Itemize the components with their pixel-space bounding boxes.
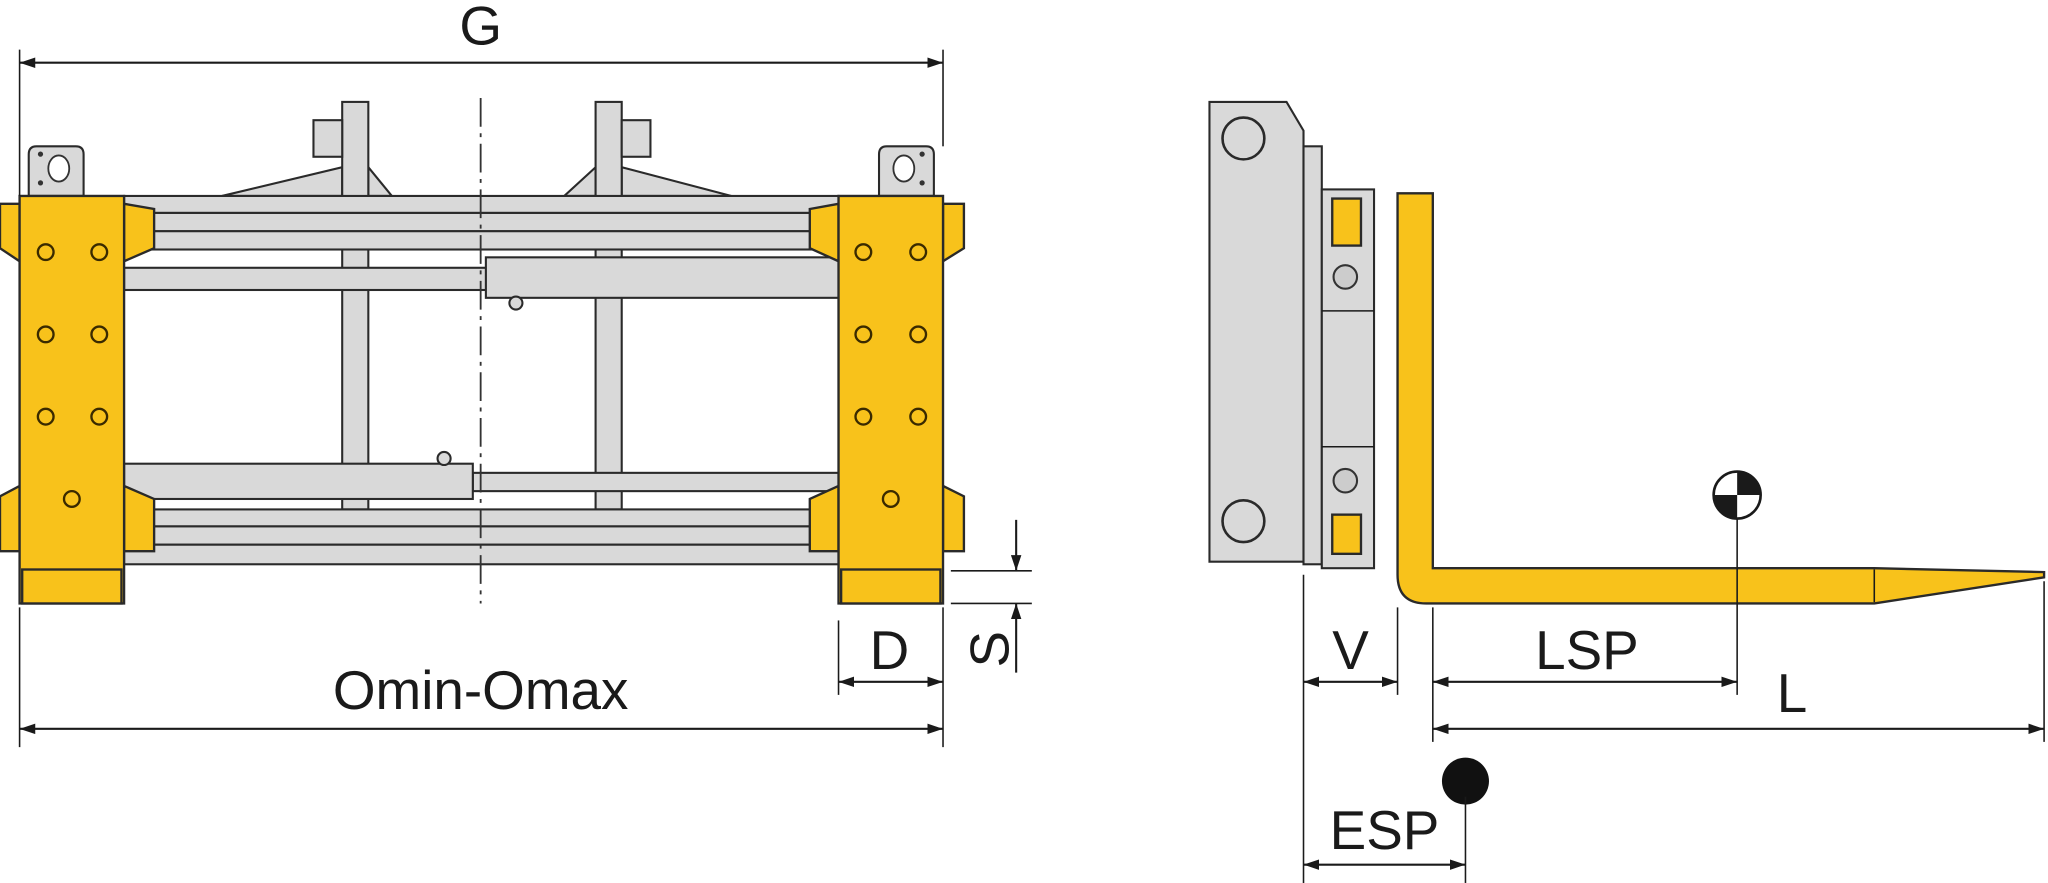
fork <box>1396 192 2046 605</box>
label-l: L <box>1777 662 1808 724</box>
dimension-v: V <box>1303 619 1398 688</box>
dimension-s: S <box>950 519 1032 673</box>
label-s: S <box>958 631 1020 668</box>
front-view: G Omin-Omax D S <box>0 0 1032 748</box>
label-d: D <box>870 619 910 681</box>
label-omin-omax: Omin-Omax <box>333 659 629 721</box>
label-g: G <box>459 0 502 56</box>
mast-brackets <box>221 100 732 511</box>
carriage-plate <box>1208 100 1376 570</box>
dimension-esp: ESP <box>1303 799 1466 870</box>
dimension-g: G <box>18 0 944 196</box>
dimension-l: L <box>1432 662 2045 735</box>
dimension-omin-omax: Omin-Omax <box>18 607 944 748</box>
load-center-of-gravity-icon <box>1712 470 1762 695</box>
fork-carriage-right <box>808 194 966 605</box>
fork-carriage-left <box>0 194 156 605</box>
label-esp: ESP <box>1330 799 1440 861</box>
lifting-eye-right <box>877 145 935 197</box>
effective-cog-dot-icon <box>1441 757 1489 883</box>
label-v: V <box>1332 619 1369 681</box>
side-view: V LSP L ESP <box>1208 100 2046 883</box>
label-lsp: LSP <box>1535 619 1639 681</box>
lifting-eye-left <box>27 145 85 197</box>
dimension-d: D <box>837 619 944 695</box>
dimension-lsp: LSP <box>1432 619 1738 688</box>
